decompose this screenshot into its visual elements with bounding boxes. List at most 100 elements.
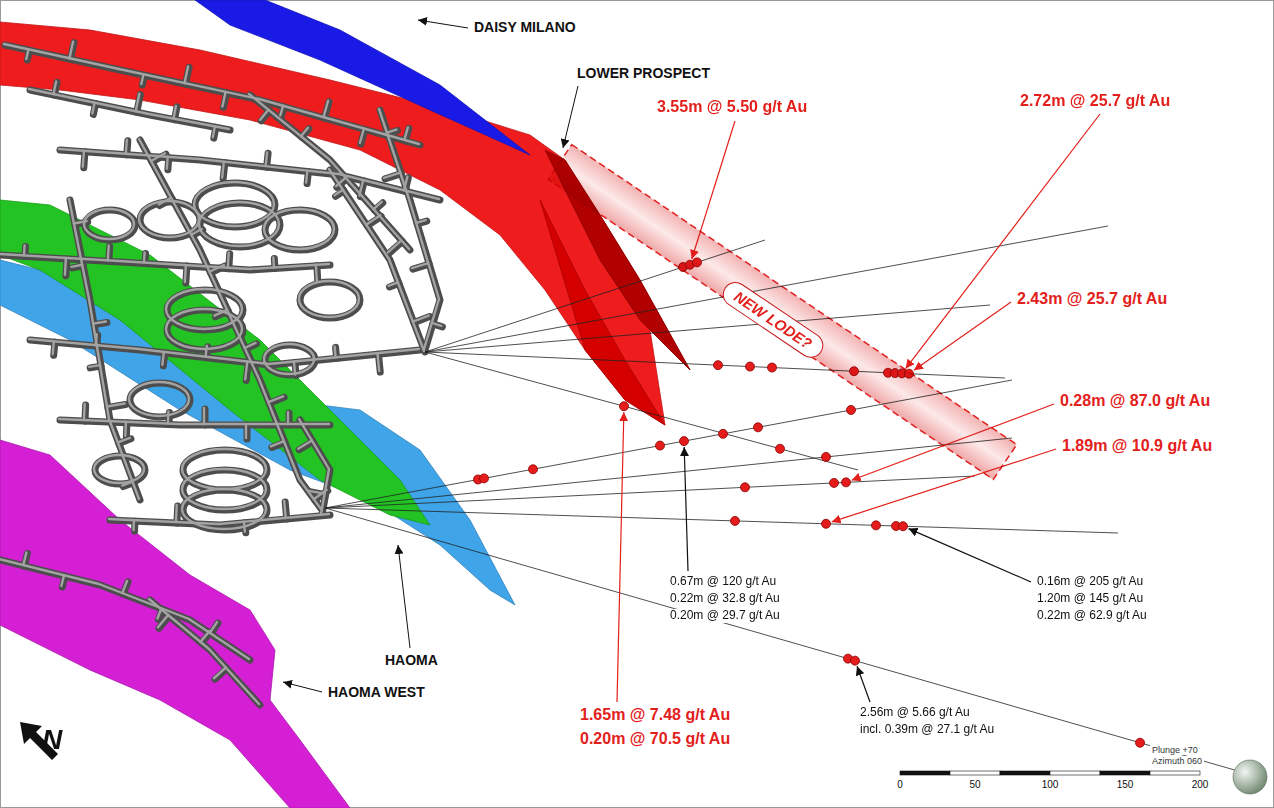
drive: [324, 102, 329, 118]
pointer-arrow: [398, 545, 410, 648]
view-note: Plunge +70: [1150, 745, 1200, 755]
drive: [89, 365, 100, 367]
drive: [143, 253, 146, 263]
drive: [213, 126, 215, 137]
leader-line: [684, 447, 688, 571]
drive: [414, 317, 430, 323]
drive: [107, 404, 125, 407]
decline: [199, 202, 279, 246]
drive: [157, 608, 161, 618]
intercept-dot: [776, 444, 785, 453]
decline: [130, 383, 190, 417]
drive: [287, 412, 289, 424]
drive: [330, 170, 425, 352]
drive: [83, 151, 84, 167]
drive: [272, 257, 275, 267]
intercept-dot: [872, 521, 881, 530]
drive: [246, 362, 248, 380]
scale-number: 100: [1040, 779, 1061, 791]
intercept-dot: [714, 361, 723, 370]
lode-band: NEW LODE?: [540, 140, 1030, 485]
drive: [360, 129, 364, 143]
drill-hole: [425, 352, 1005, 378]
drive: [29, 339, 419, 364]
decline: [94, 455, 144, 483]
drive: [405, 128, 409, 141]
scale-number: 200: [1190, 779, 1211, 791]
scale-number: 0: [895, 779, 905, 791]
orientation-ball: [1233, 760, 1267, 794]
intercept-dot: [680, 437, 689, 446]
drill-hole: [325, 508, 1118, 533]
drive: [267, 153, 268, 167]
drive: [0, 255, 330, 270]
drive: [214, 667, 226, 678]
drive: [404, 127, 408, 140]
drive: [200, 631, 209, 642]
drive: [307, 172, 308, 184]
drive: [271, 441, 284, 446]
drive: [302, 129, 309, 138]
drive: [125, 140, 128, 154]
decline: [300, 282, 360, 318]
intercept-dot: [822, 452, 831, 461]
drive: [272, 442, 285, 447]
intercept-dot: [822, 519, 831, 528]
drive: [70, 43, 74, 60]
intercept-dot: [656, 441, 665, 450]
intercept-label: 3.55m @ 5.50 g/t Au: [655, 98, 809, 116]
intercept-dot: [754, 423, 763, 432]
drive: [260, 110, 268, 120]
leader-line: [857, 666, 870, 702]
drive: [323, 101, 328, 117]
north-label: N: [40, 724, 64, 756]
intercept-label: 2.56m @ 5.66 g/t Au: [858, 706, 972, 720]
drive: [29, 89, 229, 129]
drive: [23, 552, 26, 565]
drive: [24, 553, 27, 566]
drive: [299, 419, 329, 514]
scale-bar: [900, 771, 1200, 775]
drive: [164, 158, 172, 170]
decline: [84, 209, 134, 239]
drive: [223, 163, 225, 179]
drive: [244, 425, 251, 439]
drive: [335, 190, 343, 196]
drive: [222, 92, 225, 107]
leader-line: [914, 302, 1011, 370]
drive: [412, 263, 428, 268]
drive: [54, 82, 57, 95]
pointer-arrow: [563, 86, 578, 148]
intercept-label: 1.20m @ 145 g/t Au: [1035, 592, 1145, 606]
deposit-name: HAOMA WEST: [326, 684, 427, 700]
leader-line: [617, 412, 624, 702]
drive: [413, 316, 429, 322]
decline: [129, 382, 189, 416]
drive: [136, 94, 140, 112]
drill-hole: [325, 476, 975, 508]
intercept-label: 1.89m @ 10.9 g/t Au: [1060, 437, 1214, 455]
drive: [202, 409, 209, 425]
drive: [413, 264, 429, 269]
drive: [249, 94, 409, 249]
intercept-dot: [480, 474, 489, 483]
drive: [142, 75, 144, 85]
decline: [264, 209, 334, 249]
drive: [301, 128, 308, 137]
drive: [433, 324, 443, 327]
decline: [166, 309, 242, 349]
pointer-arrow: [283, 682, 322, 692]
drive: [306, 171, 307, 183]
drive: [109, 514, 329, 524]
intercept-dot: [741, 483, 750, 492]
drive: [389, 282, 398, 286]
drive: [186, 67, 190, 84]
drive: [0, 560, 250, 660]
drive: [71, 265, 82, 267]
drive: [26, 49, 28, 59]
intercept-label: 0.20m @ 70.5 g/t Au: [578, 730, 732, 748]
drive: [215, 668, 227, 679]
drive: [266, 152, 267, 166]
